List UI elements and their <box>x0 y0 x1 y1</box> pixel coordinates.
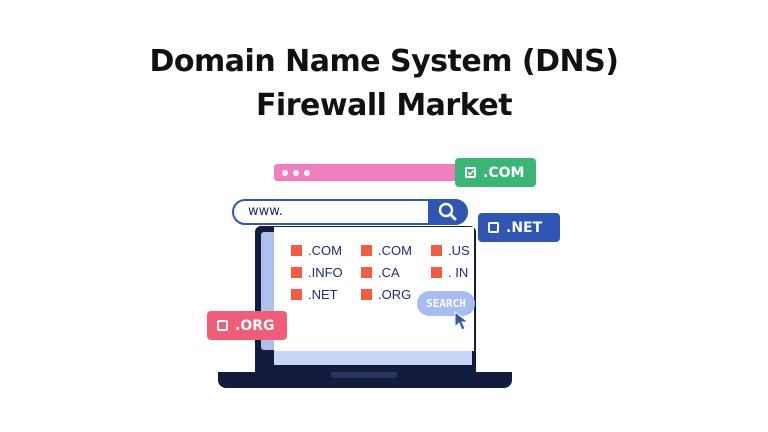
title-line-1: Domain Name System (DNS) <box>149 44 619 79</box>
tag-org-label: .ORG <box>235 317 275 334</box>
square-bullet-icon <box>431 245 442 256</box>
domain-label: .NET <box>308 287 338 302</box>
domain-item: .ORG <box>361 287 411 302</box>
domain-label: .COM <box>378 243 412 258</box>
domain-label: .INFO <box>308 265 343 280</box>
square-bullet-icon <box>291 245 302 256</box>
domain-item: .NET <box>291 287 338 302</box>
magnifier-icon <box>438 202 457 221</box>
square-bullet-icon <box>291 289 302 300</box>
tag-net: .NET <box>478 213 560 242</box>
window-dot-icon <box>293 170 299 176</box>
tag-org: .ORG <box>207 311 287 340</box>
search-pill-button[interactable]: SEARCH <box>417 291 475 316</box>
domain-label: .US <box>448 243 470 258</box>
laptop-screen-shadow <box>274 351 472 365</box>
domain-item: .CA <box>361 265 400 280</box>
window-dot-icon <box>282 170 288 176</box>
domain-item: .INFO <box>291 265 343 280</box>
square-bullet-icon <box>361 245 372 256</box>
domain-label: .CA <box>378 265 400 280</box>
window-dot-icon <box>304 170 310 176</box>
laptop-base <box>218 372 512 388</box>
domain-label: . IN <box>448 265 469 280</box>
domain-label: .COM <box>308 243 342 258</box>
laptop-notch <box>331 372 397 378</box>
checkbox-icon <box>217 320 228 331</box>
domain-item: .COM <box>291 243 342 258</box>
search-button[interactable] <box>428 199 468 225</box>
url-text: www. <box>248 204 283 219</box>
browser-window-bar <box>274 164 464 181</box>
square-bullet-icon <box>361 289 372 300</box>
domain-item: .COM <box>361 243 412 258</box>
checkbox-checked-icon <box>465 167 476 178</box>
square-bullet-icon <box>431 267 442 278</box>
domain-label: .ORG <box>378 287 412 302</box>
checkbox-icon <box>488 222 499 233</box>
tag-com-label: .COM <box>483 164 525 181</box>
title-line-2: Firewall Market <box>255 88 513 123</box>
tag-net-label: .NET <box>506 219 543 236</box>
tag-com: .COM <box>455 158 536 187</box>
domain-item: .US <box>431 243 470 258</box>
mouse-cursor-icon <box>454 311 470 331</box>
url-search-bar[interactable]: www. <box>232 199 468 225</box>
domain-item: . IN <box>431 265 468 280</box>
square-bullet-icon <box>361 267 372 278</box>
square-bullet-icon <box>291 267 302 278</box>
